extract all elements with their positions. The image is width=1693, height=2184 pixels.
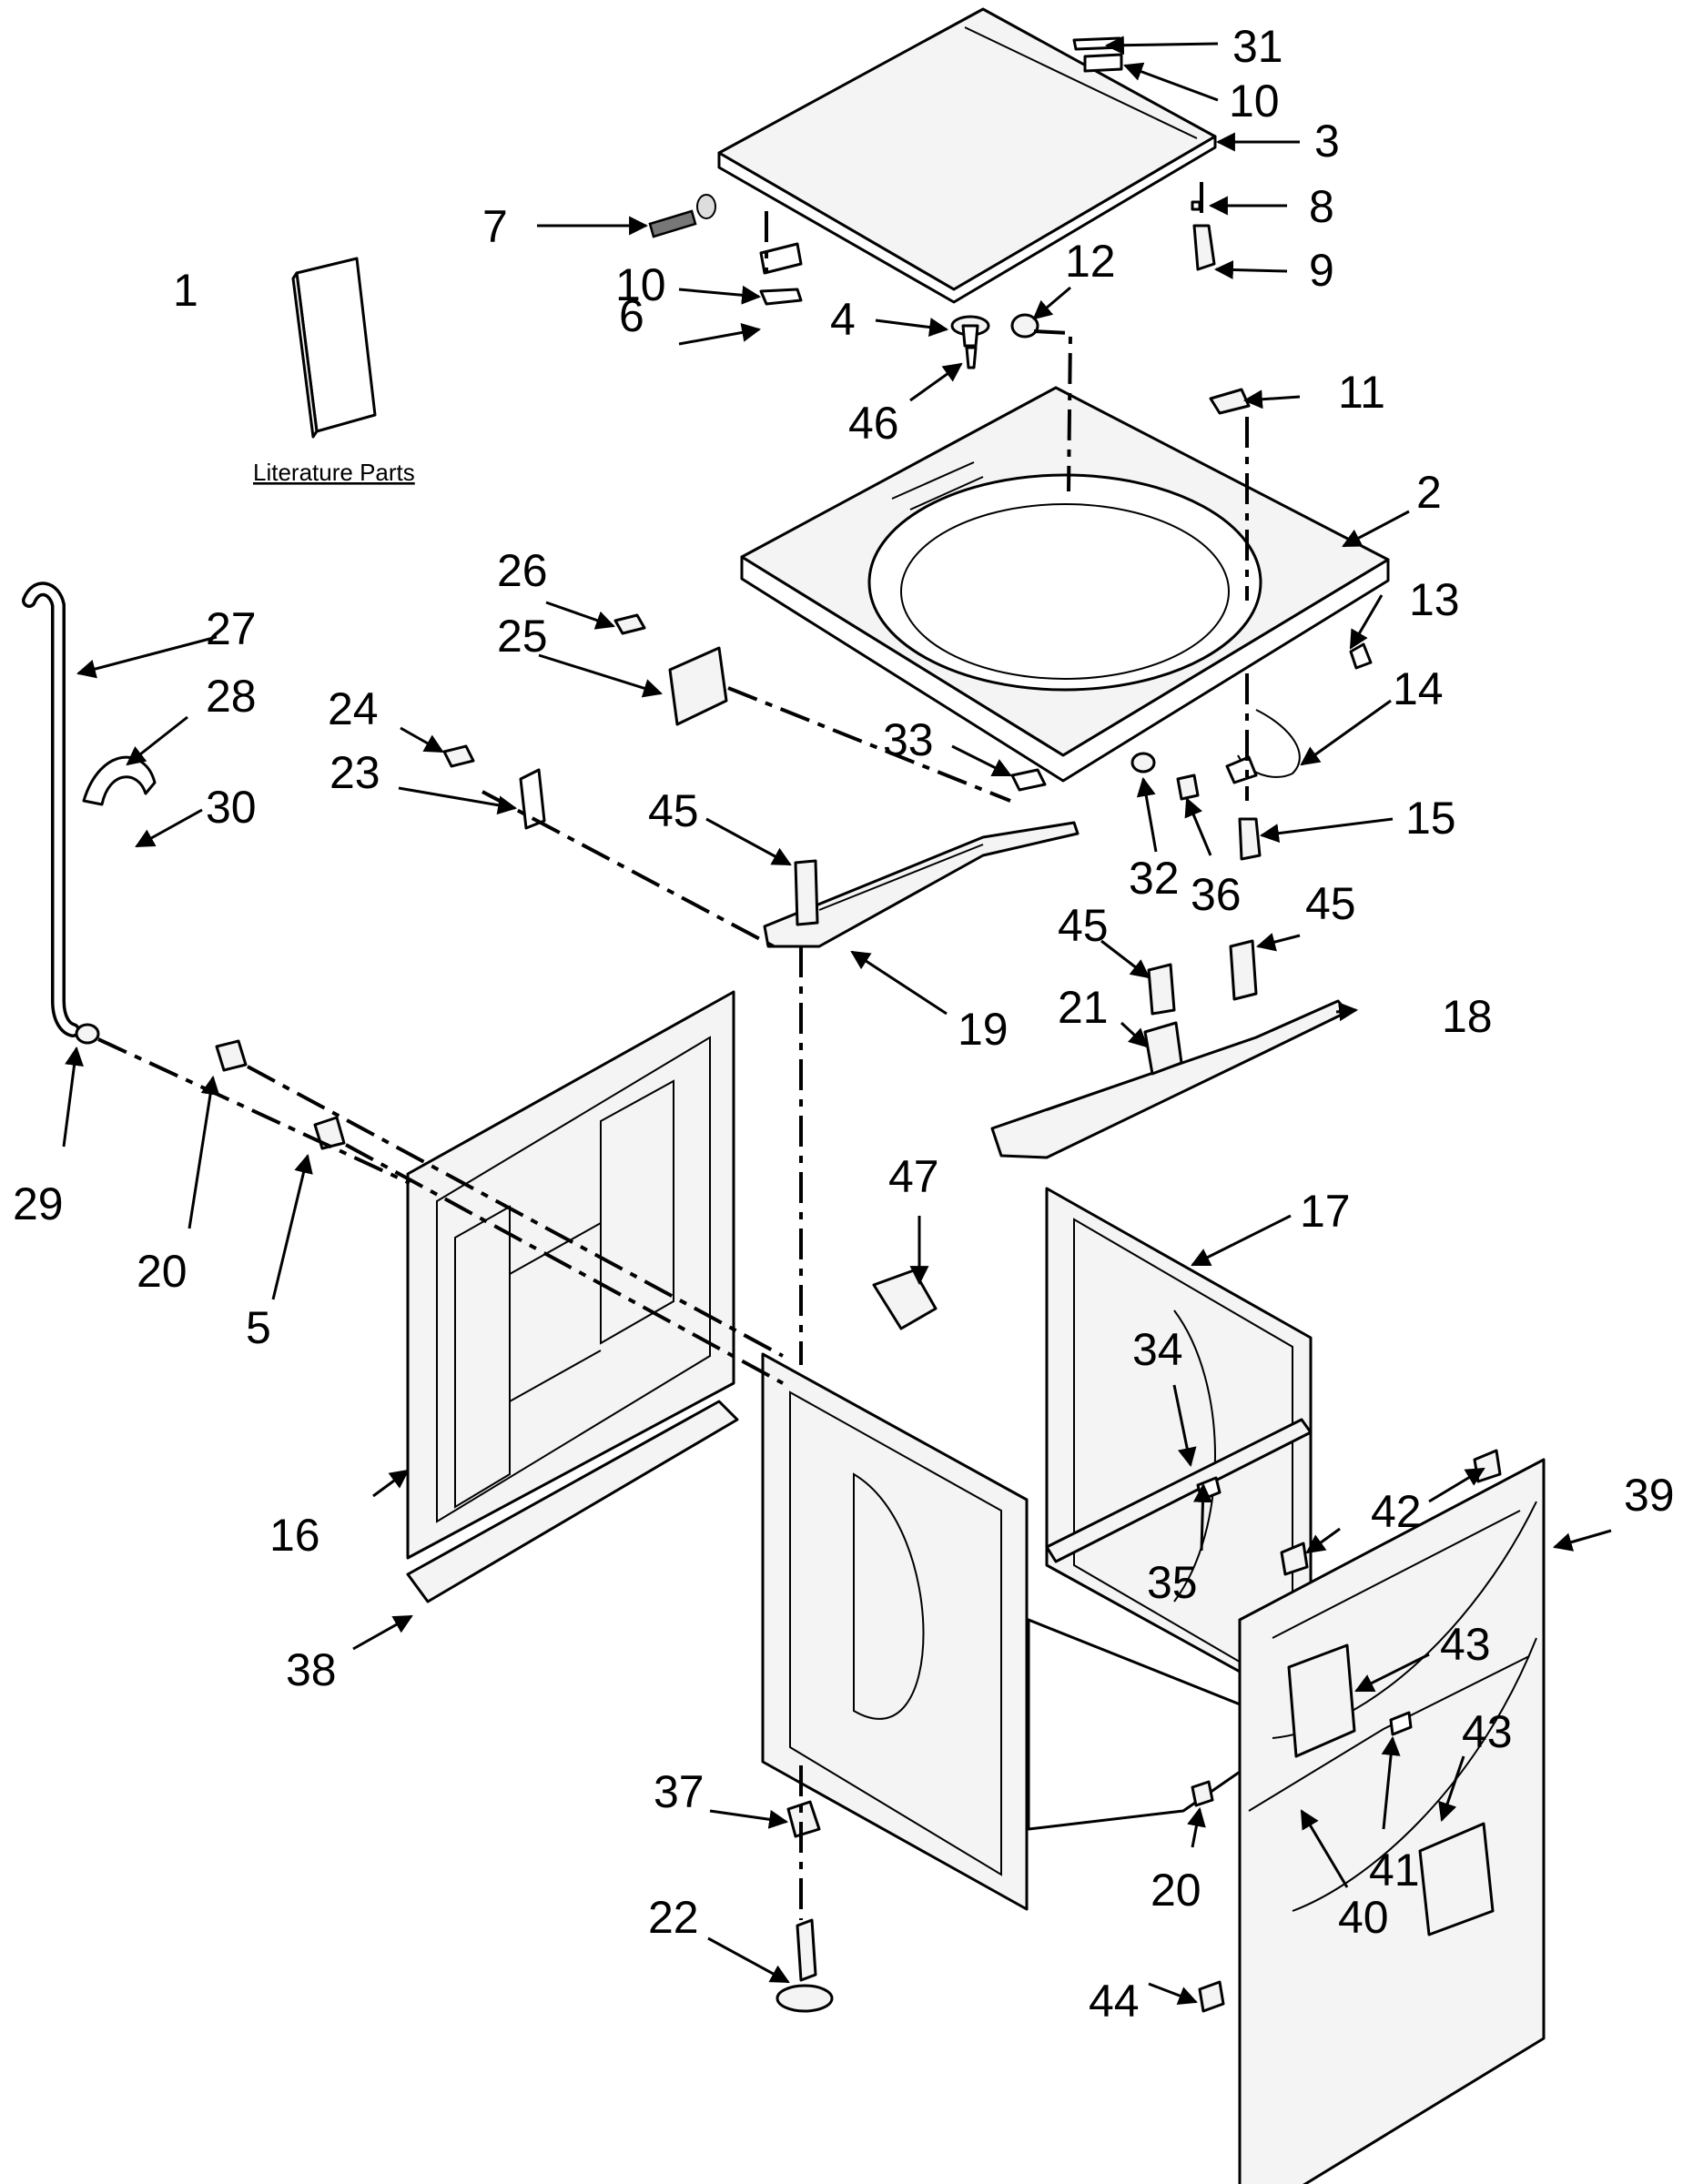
callout-24: 24 xyxy=(328,683,379,734)
leveling-leg-parts xyxy=(776,1800,834,2013)
callout-31: 31 xyxy=(1232,21,1283,72)
callout-28: 28 xyxy=(206,671,257,722)
callout-21: 21 xyxy=(1058,982,1109,1033)
callout-46: 46 xyxy=(848,398,899,449)
callout-10a: 10 xyxy=(1229,76,1280,126)
callout-37: 37 xyxy=(654,1766,705,1817)
callout-1: 1 xyxy=(173,265,198,316)
assembly-lines xyxy=(97,182,1249,1920)
callout-36: 36 xyxy=(1191,869,1242,920)
callout-6: 6 xyxy=(619,290,644,341)
callout-32: 32 xyxy=(1129,853,1180,904)
callout-45a: 45 xyxy=(648,785,699,836)
warning-label-part-upper xyxy=(1287,1643,1356,1758)
front-crossbar-part xyxy=(1045,1418,1313,1563)
callout-arrows xyxy=(62,35,1612,2006)
callout-47: 47 xyxy=(888,1151,939,1202)
callout-18: 18 xyxy=(1442,991,1493,1042)
callout-2: 2 xyxy=(1416,467,1442,518)
callout-17: 17 xyxy=(1300,1186,1351,1237)
lid-hardware-parts xyxy=(648,194,1373,670)
literature-parts-label: Literature Parts xyxy=(253,459,415,486)
hose-guide-part xyxy=(82,755,157,806)
callout-35: 35 xyxy=(1147,1557,1198,1608)
top-panel-part xyxy=(740,386,1390,783)
wire-harness-parts xyxy=(1010,709,1301,861)
callout-29: 29 xyxy=(13,1178,64,1229)
callout-23: 23 xyxy=(329,747,380,798)
callout-26: 26 xyxy=(497,545,548,596)
callout-41: 41 xyxy=(1369,1845,1420,1896)
callout-27: 27 xyxy=(206,603,257,654)
warning-label-part-lower xyxy=(1418,1822,1495,1936)
callout-39: 39 xyxy=(1624,1470,1675,1521)
drain-hose-part xyxy=(22,581,100,1045)
literature-booklet-part: Literature Parts xyxy=(253,257,415,486)
callout-12: 12 xyxy=(1065,236,1116,287)
callout-30: 30 xyxy=(206,782,257,833)
callout-labels: 1 2 3 4 5 6 7 8 9 10 10 11 12 13 14 15 1… xyxy=(13,21,1675,2027)
screw-part-20 xyxy=(215,1039,248,1072)
callout-14: 14 xyxy=(1393,663,1444,714)
dash-screw-20 xyxy=(247,1065,784,1358)
dash-screw-5 xyxy=(345,1143,784,1385)
callout-5: 5 xyxy=(246,1302,271,1353)
rear-rail-part xyxy=(763,821,1080,948)
front-panel-part xyxy=(1238,1458,1546,2184)
callout-34: 34 xyxy=(1132,1324,1183,1375)
callout-7: 7 xyxy=(482,201,508,252)
callout-43a: 43 xyxy=(1440,1619,1491,1670)
callout-9: 9 xyxy=(1309,245,1334,296)
callout-38: 38 xyxy=(286,1644,337,1695)
callout-40: 40 xyxy=(1338,1892,1389,1943)
callout-45c: 45 xyxy=(1305,878,1356,929)
rear-panel-part xyxy=(406,990,735,1560)
callout-20a: 20 xyxy=(137,1246,188,1297)
dash-bracket-25 xyxy=(727,686,1011,803)
callout-10b: 10 xyxy=(615,259,666,310)
callout-8: 8 xyxy=(1309,181,1334,232)
callout-43b: 43 xyxy=(1462,1706,1513,1757)
clip-part xyxy=(872,1269,938,1330)
callout-16: 16 xyxy=(269,1510,320,1561)
dash-hose xyxy=(97,1037,411,1185)
rear-bracket-hardware xyxy=(442,613,728,830)
callout-22: 22 xyxy=(648,1892,699,1943)
callout-13: 13 xyxy=(1409,574,1460,625)
callout-15: 15 xyxy=(1405,793,1456,844)
dash-hinge-console xyxy=(1033,329,1073,492)
front-rail-part xyxy=(990,939,1349,1159)
callout-45b: 45 xyxy=(1058,900,1109,951)
callout-3: 3 xyxy=(1314,116,1340,167)
callout-11: 11 xyxy=(1338,367,1385,418)
screw-part-5 xyxy=(313,1116,346,1150)
callout-20b: 20 xyxy=(1151,1865,1201,1916)
parts-artwork: Literature Parts xyxy=(22,7,1546,2184)
cabinet-base-part xyxy=(1027,1618,1303,1831)
rear-bottom-rail-part xyxy=(406,1400,739,1603)
callout-33: 33 xyxy=(883,714,934,765)
callout-42: 42 xyxy=(1371,1486,1422,1537)
left-side-panel-part xyxy=(761,1352,1029,1911)
callout-44: 44 xyxy=(1089,1976,1140,2027)
callout-25: 25 xyxy=(497,611,548,662)
callout-19: 19 xyxy=(958,1004,1009,1055)
callout-4: 4 xyxy=(830,294,856,345)
